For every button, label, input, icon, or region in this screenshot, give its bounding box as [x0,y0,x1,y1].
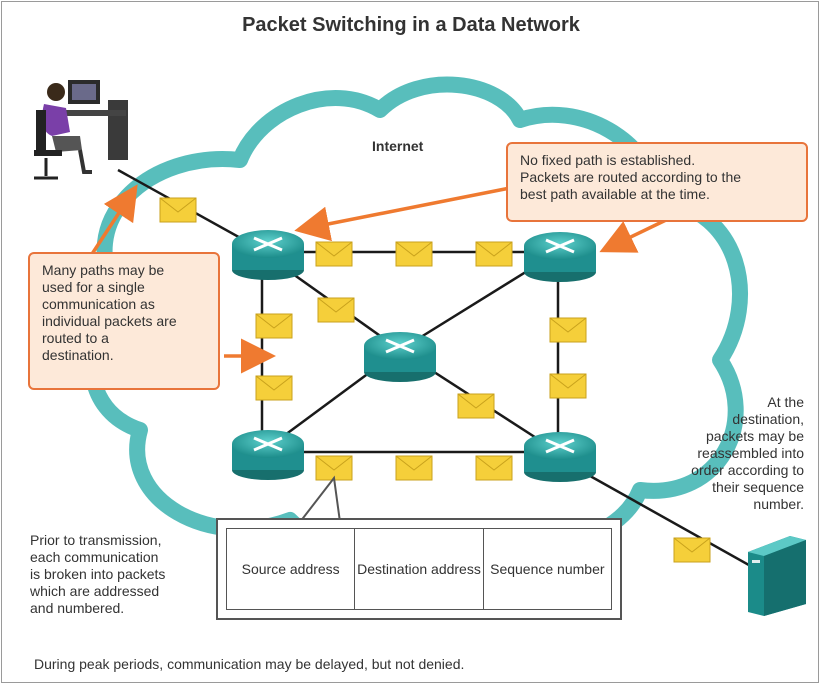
note-line: destination, [732,411,804,427]
note-line: which are addressed [30,583,160,599]
note-line: each communication [30,549,159,565]
internet-label: Internet [372,138,424,154]
server-icon [748,536,806,616]
envelope-icon [159,197,197,223]
envelope-icon [549,373,587,399]
header-field-source: Source address [227,529,356,609]
callout-line: used for a single [42,279,145,295]
envelope-icon [315,455,353,481]
header-field-destination: Destination address [355,529,484,609]
diagram-title: Packet Switching in a Data Network [242,14,580,36]
user-workstation-icon [34,80,128,180]
note-line: their sequence [712,479,804,495]
callout-line: best path available at the time. [520,186,710,202]
footer-note: During peak periods, communication may b… [34,656,465,672]
note-prior-to-transmission: Prior to transmission, each communicatio… [30,532,210,617]
note-line: number. [753,496,804,512]
router-icon [524,432,596,482]
callout-line: Many paths may be [42,262,165,278]
envelope-icon [255,375,293,401]
router-icon [232,430,304,480]
callout-line: communication as [42,296,155,312]
envelope-icon [475,455,513,481]
note-line: Prior to transmission, [30,532,162,548]
envelope-icon [395,455,433,481]
note-line: reassembled into [697,445,804,461]
note-line: At the [767,394,804,410]
envelope-icon [549,317,587,343]
envelope-icon [457,393,495,419]
arrows [90,184,667,374]
router-icon [232,230,304,280]
note-line: order according to [691,462,804,478]
callout-no-fixed-path: No fixed path is established. Packets ar… [506,142,808,222]
callout-many-paths: Many paths may be used for a single comm… [28,252,220,390]
callout-line: destination. [42,347,114,363]
header-field-sequence: Sequence number [490,561,605,577]
envelope-icon [395,241,433,267]
envelope-icon [255,313,293,339]
callout-line: individual packets are [42,313,177,329]
callout-line: Packets are routed according to the [520,169,742,185]
callout-line: No fixed path is established. [520,152,696,168]
note-line: packets may be [705,428,804,444]
envelope-icon [317,297,355,323]
envelope-icon [673,537,711,563]
envelope-icon [315,241,353,267]
router-icon [364,332,436,382]
note-line: and numbered. [30,600,125,616]
packet-header-box: Source address Destination address Seque… [216,518,622,620]
router-icon [524,232,596,282]
note-line: is broken into packets [30,566,166,582]
header-callout-pointer [297,475,342,523]
callout-line: routed to a [42,330,109,346]
note-destination-reassembly: At the destination, packets may be reass… [652,394,804,513]
packet-header-fields: Source address Destination address Seque… [226,528,612,610]
envelope-icon [475,241,513,267]
